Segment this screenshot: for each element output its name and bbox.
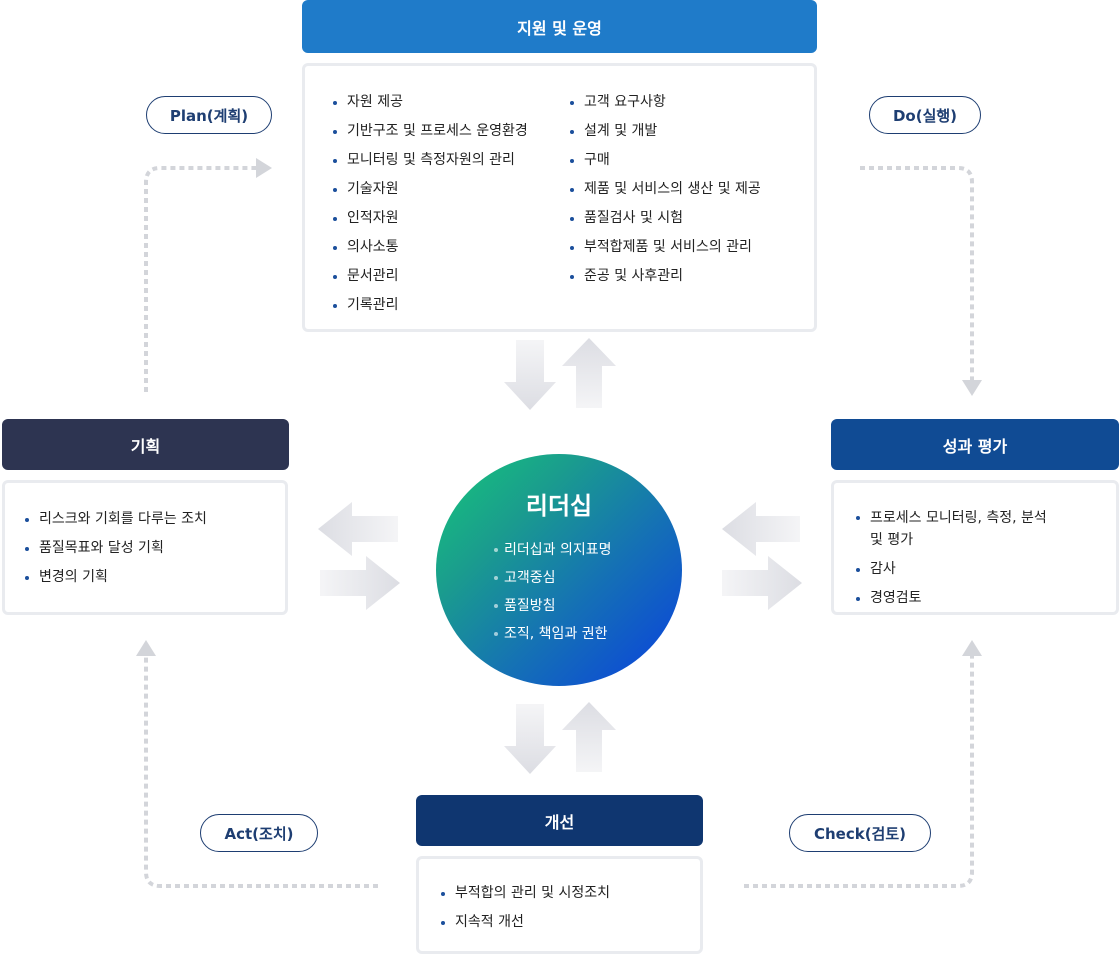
list-item: 품질방침 (494, 592, 612, 620)
list-item: 자원 제공 (333, 88, 528, 117)
list-item: 부적합제품 및 서비스의 관리 (570, 233, 761, 262)
act-arrowhead-icon (136, 640, 156, 656)
act-dotted-line (144, 656, 378, 888)
planning-header: 기획 (2, 419, 289, 470)
check-arrowhead-icon (962, 640, 982, 656)
support-header: 지원 및 운영 (302, 0, 817, 53)
list-item: 감사 (856, 555, 1056, 584)
list-item: 변경의 기획 (25, 563, 207, 592)
performance-header: 성과 평가 (831, 419, 1119, 470)
plan-arrowhead-icon (256, 158, 272, 178)
list-item: 준공 및 사후관리 (570, 262, 761, 291)
list-item: 기반구조 및 프로세스 운영환경 (333, 117, 528, 146)
planning-right-arrow-icon (320, 556, 400, 610)
list-item: 품질목표와 달성 기획 (25, 534, 207, 563)
performance-left-arrow-icon (722, 502, 800, 556)
list-item: 조직, 책임과 권한 (494, 620, 612, 648)
do-arrowhead-icon (962, 380, 982, 396)
list-item: 고객중심 (494, 564, 612, 592)
plan-dotted-line (144, 166, 256, 392)
improvement-title: 개선 (544, 812, 575, 832)
support-title: 지원 및 운영 (517, 18, 602, 38)
do-dotted-line (860, 166, 974, 382)
list-item: 구매 (570, 146, 761, 175)
list-item: 리더십과 의지표명 (494, 536, 612, 564)
planning-title: 기획 (130, 436, 161, 456)
list-item: 품질검사 및 시험 (570, 204, 761, 233)
list-item: 모니터링 및 측정자원의 관리 (333, 146, 528, 175)
list-item: 설계 및 개발 (570, 117, 761, 146)
act-pill: Act(조치) (200, 814, 318, 852)
improvement-header: 개선 (416, 795, 703, 846)
list-item: 문서관리 (333, 262, 528, 291)
list-item: 프로세스 모니터링, 측정, 분석 및 평가 (856, 503, 1056, 555)
check-dotted-line (744, 656, 974, 888)
planning-left-arrow-icon (318, 502, 398, 556)
list-item: 기록관리 (333, 291, 528, 320)
list-item: 리스크와 기회를 다루는 조치 (25, 505, 207, 534)
list-item: 의사소통 (333, 233, 528, 262)
performance-title: 성과 평가 (942, 436, 1008, 456)
list-item: 지속적 개선 (441, 908, 610, 937)
improvement-down-arrow-icon (504, 704, 556, 774)
list-item: 고객 요구사항 (570, 88, 761, 117)
list-item: 기술자원 (333, 175, 528, 204)
list-item: 경영검토 (856, 584, 1056, 613)
improvement-up-arrow-icon (562, 702, 616, 772)
support-down-arrow-icon (504, 340, 556, 410)
leadership-title: 리더십 (525, 492, 593, 520)
list-item: 부적합의 관리 및 시정조치 (441, 879, 610, 908)
support-up-arrow-icon (562, 338, 616, 408)
list-item: 제품 및 서비스의 생산 및 제공 (570, 175, 761, 204)
plan-pill: Plan(계획) (146, 96, 272, 134)
do-pill: Do(실행) (869, 96, 981, 134)
check-pill: Check(검토) (789, 814, 931, 852)
performance-right-arrow-icon (722, 556, 802, 610)
list-item: 인적자원 (333, 204, 528, 233)
